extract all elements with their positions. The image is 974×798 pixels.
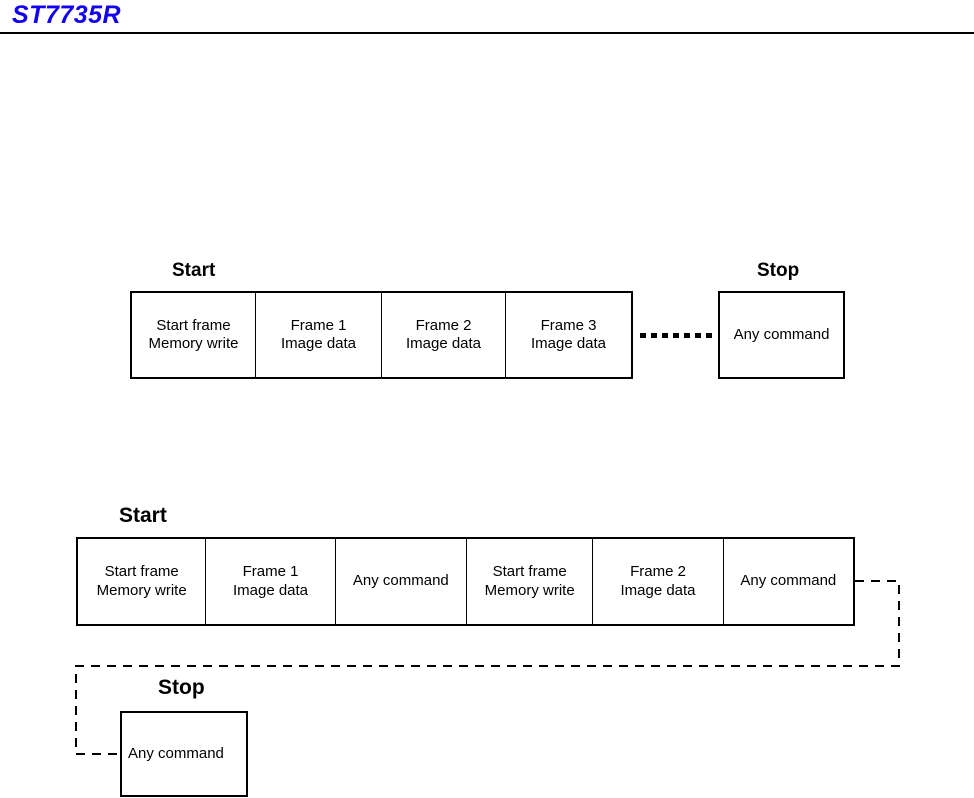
cell-line-2: Image data	[620, 581, 696, 599]
cell-line-1: Start frame	[156, 316, 231, 334]
sequence-cell: Any command	[724, 539, 853, 624]
diagram-two-sequence-row: Start frame Memory write Frame 1 Image d…	[76, 537, 855, 626]
diagram-two-stop-label: Stop	[158, 676, 205, 699]
sequence-cell: Frame 1 Image data	[206, 539, 336, 624]
cell-line-2: Memory write	[148, 335, 239, 352]
cell-line-1: Start frame	[492, 563, 567, 581]
diagram-two-start-label: Start	[119, 504, 167, 527]
cell-line-2: Image data	[530, 335, 607, 352]
cell-line-1: Frame 1	[290, 316, 347, 334]
dotted-connector-line	[640, 333, 714, 338]
page-header: ST7735R	[0, 0, 974, 36]
cell-line-1: Start frame	[104, 563, 179, 581]
sequence-cell: Start frame Memory write	[467, 539, 594, 624]
cell-line-1: Frame 1	[242, 563, 299, 581]
sequence-cell: Start frame Memory write	[132, 293, 257, 377]
cell-line-2: Memory write	[484, 581, 575, 599]
cell-line-1: Any command	[740, 572, 837, 590]
cell-line-1: Any command	[352, 572, 449, 590]
box-label: Any command	[128, 744, 224, 762]
sequence-cell: Any command	[336, 539, 467, 624]
cell-line-1: Frame 2	[630, 563, 686, 581]
box-label: Any command	[733, 325, 830, 343]
sequence-cell: Frame 2 Image data	[593, 539, 724, 624]
cell-line-2: Image data	[232, 581, 309, 599]
sequence-cell: Frame 2 Image data	[382, 293, 507, 377]
cell-line-2: Image data	[280, 335, 357, 352]
sequence-cell: Start frame Memory write	[78, 539, 207, 624]
cell-line-2: Memory write	[96, 581, 187, 599]
diagram-two-any-command-box: Any command	[120, 711, 248, 797]
sequence-cell: Frame 3 Image data	[506, 293, 631, 377]
diagram-one-sequence-row: Start frame Memory write Frame 1 Image d…	[130, 291, 633, 379]
page-title: ST7735R	[12, 1, 122, 29]
cell-line-1: Frame 2	[415, 316, 472, 334]
cell-line-1: Frame 3	[540, 316, 597, 334]
diagram-one-any-command-box: Any command	[718, 291, 845, 379]
diagram-one-start-label: Start	[172, 260, 216, 281]
continuous-frame-write-diagram: Start Stop Start frame Memory write Fram…	[130, 260, 845, 379]
diagram-one-stop-label: Stop	[757, 260, 800, 281]
sequence-cell: Frame 1 Image data	[256, 293, 382, 377]
cell-line-2: Image data	[405, 335, 482, 352]
header-divider	[0, 32, 974, 34]
